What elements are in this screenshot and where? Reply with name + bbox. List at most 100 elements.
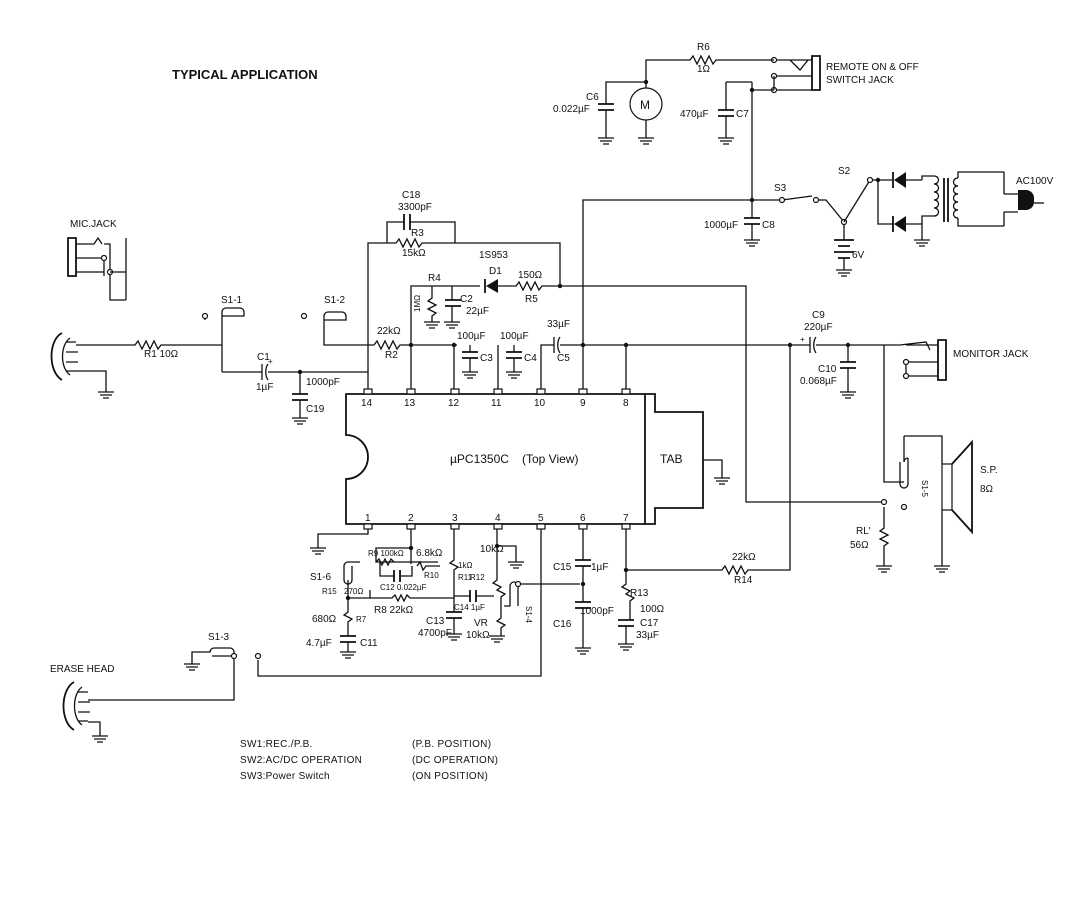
c13-value: 4700pF	[418, 628, 452, 639]
switch-s1-3[interactable]: S1-3	[106, 632, 238, 701]
c8-label: C8	[762, 220, 775, 231]
c7-label: C7	[736, 109, 749, 120]
ground-icon	[489, 635, 505, 643]
pin-9-label: 9	[580, 398, 586, 409]
pin-13-label: 13	[404, 398, 416, 409]
r13-value: 100Ω	[640, 604, 665, 615]
c6-label: C6	[586, 92, 599, 103]
r5-value: 150Ω	[518, 270, 543, 281]
c7-value: 470µF	[680, 109, 709, 120]
ground-icon	[92, 735, 108, 743]
battery-6v: 6V	[834, 239, 865, 277]
r14-value: 22kΩ	[732, 552, 756, 563]
r2-label: R2	[385, 350, 398, 361]
diagram-title: TYPICAL APPLICATION	[172, 67, 318, 82]
c5-value: 33µF	[547, 319, 570, 330]
c19-label: C19	[306, 404, 325, 415]
battery-label: 6V	[852, 250, 865, 261]
ground-icon	[638, 137, 654, 145]
ground-icon	[934, 565, 950, 573]
c3-label: C3	[480, 353, 493, 364]
ac-dc-switch-s2[interactable]: S2	[838, 166, 892, 223]
ground-icon	[840, 391, 856, 399]
c11-label: C11	[360, 638, 378, 649]
d1-type: 1S953	[479, 250, 508, 261]
switch-legend: SW1:REC./P.B. (P.B. POSITION) SW2:AC/DC …	[240, 739, 498, 782]
d1-label: D1	[489, 266, 502, 277]
monitor-jack-label: MONITOR JACK	[953, 349, 1029, 360]
c18-value: 3300pF	[398, 202, 432, 213]
mic-jack: MIC.JACK	[67, 219, 127, 301]
legend-sw2-position: (DC OPERATION)	[412, 755, 498, 766]
pin-10-label: 10	[534, 398, 546, 409]
r12-label: R12	[470, 573, 485, 582]
c13-label: C13	[426, 616, 445, 627]
ground-icon	[446, 633, 462, 641]
c18-label: C18	[402, 190, 421, 201]
c8-value: 1000µF	[704, 220, 738, 231]
c2-label: C2	[460, 294, 473, 305]
ground-icon	[744, 239, 760, 247]
r4-value: 1MΩ	[413, 295, 422, 312]
c19-value: 1000pF	[306, 377, 340, 388]
switch-s1-1[interactable]: S1-1	[201, 295, 259, 373]
ground-icon	[98, 391, 114, 399]
switch-s1-5[interactable]: S1-5	[899, 436, 929, 497]
ground-icon	[914, 239, 930, 247]
s2-label: S2	[838, 166, 851, 177]
c4-label: C4	[524, 353, 537, 364]
c3-value: 100µF	[457, 331, 486, 342]
c9-label: C9	[812, 310, 825, 321]
feedback-network: C18 3300pF R3 15kΩ	[367, 190, 561, 372]
legend-sw2-name: SW2:AC/DC OPERATION	[240, 755, 362, 766]
r15-label: R15	[322, 587, 337, 596]
pin-14-label: 14	[361, 398, 373, 409]
r7-value: 680Ω	[312, 614, 337, 625]
power-switch-s3[interactable]: S3	[752, 183, 848, 240]
c1-value: 1µF	[256, 382, 273, 393]
c15-label: C15	[553, 562, 572, 573]
ground-icon	[506, 371, 522, 379]
s3-label: S3	[774, 183, 787, 194]
switch-s1-2[interactable]: S1-2	[300, 295, 375, 346]
vr-label: VR	[474, 618, 488, 629]
ground-icon	[340, 651, 356, 659]
r12-value: 10kΩ	[480, 544, 504, 555]
c1-label: C1	[257, 352, 270, 363]
ic-top-pins: 14 13 12 11 10 9 8	[361, 388, 631, 409]
svg-text:+: +	[800, 335, 805, 344]
legend-sw3-position: (ON POSITION)	[412, 771, 488, 782]
r3-value: 15kΩ	[402, 248, 426, 259]
rl-value: 56Ω	[850, 540, 869, 551]
remote-jack-label-1: REMOTE ON & OFF	[826, 62, 919, 73]
ground-icon	[508, 561, 524, 569]
pin-12-label: 12	[448, 398, 460, 409]
ac-adapter: AC100V	[875, 171, 1054, 247]
pin-3-label: 3	[452, 513, 458, 524]
r11-label: R11	[458, 573, 473, 582]
monitor-jack: MONITOR JACK	[883, 339, 1029, 483]
c15-value: 1µF	[591, 562, 608, 573]
c10-value: 0.068µF	[800, 376, 837, 387]
ground-icon	[714, 477, 730, 485]
r4-label: R4	[428, 273, 441, 284]
ac-label: AC100V	[1016, 176, 1054, 187]
r14-label: R14	[734, 575, 753, 586]
ground-icon	[618, 643, 634, 651]
switch-s1-6[interactable]: S1-6	[310, 561, 360, 585]
legend-sw3-name: SW3:Power Switch	[240, 771, 330, 782]
ground-icon	[575, 647, 591, 655]
r4-c2-network: R4 1MΩ C2 22µF	[410, 273, 489, 345]
r15-value: 270Ω	[344, 587, 363, 596]
c9-value: 220µF	[804, 322, 833, 333]
ground-icon	[444, 321, 460, 329]
r1-label: R1 10Ω	[144, 349, 179, 360]
c5-label: C5	[557, 353, 570, 364]
c14-label: C14 1µF	[454, 603, 485, 612]
legend-sw1-name: SW1:REC./P.B.	[240, 739, 313, 750]
switch-s1-4[interactable]: S1-4	[504, 580, 580, 624]
mic-jack-label: MIC.JACK	[70, 219, 117, 230]
ic-view-label: (Top View)	[522, 452, 578, 466]
s1-5-label: S1-5	[920, 480, 929, 497]
r8-label: R8 22kΩ	[374, 605, 414, 616]
